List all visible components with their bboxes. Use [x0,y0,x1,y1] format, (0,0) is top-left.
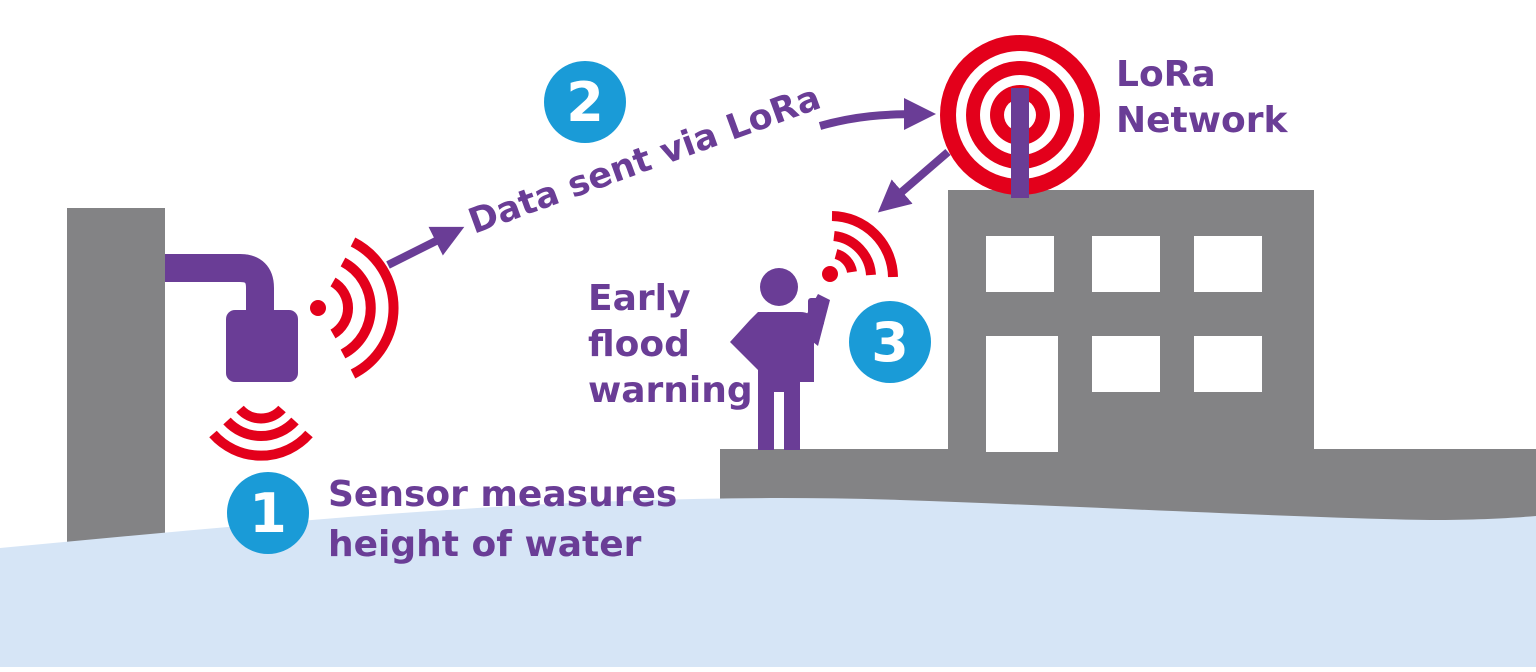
lora-antenna-icon [940,35,1100,198]
network-label-line-1: LoRa [1116,54,1216,95]
arrow-to-tower [818,98,936,131]
step-1-number: 1 [249,482,287,545]
wall-post [67,208,165,548]
step-1-label-line-2: height of water [328,524,642,565]
network-label-line-2: Network [1116,100,1288,141]
step-2-number: 2 [566,71,604,134]
arrow-tower-to-person [877,148,951,213]
step-1-label-line-1: Sensor measures [328,474,677,515]
step-2-badge: 2 [544,61,626,143]
step-1-badge: 1 [227,472,309,554]
arrow-sensor-to-network [386,226,465,269]
step-3-label-line-3: warning [588,370,753,411]
step-3-label-line-2: flood [588,324,690,365]
sensor-signal-icon [209,405,313,461]
water [0,498,1536,667]
step-3-number: 3 [871,311,909,374]
water-level-sensor-icon [165,254,298,382]
building-icon [948,190,1314,452]
phone-signal-icon [822,211,898,282]
wireless-signal-icon [310,237,399,379]
step-3-label-line-1: Early [588,278,690,319]
step-2-label: Data sent via LoRa [463,78,825,243]
step-3-badge: 3 [849,301,931,383]
person-with-phone-icon [730,268,830,450]
